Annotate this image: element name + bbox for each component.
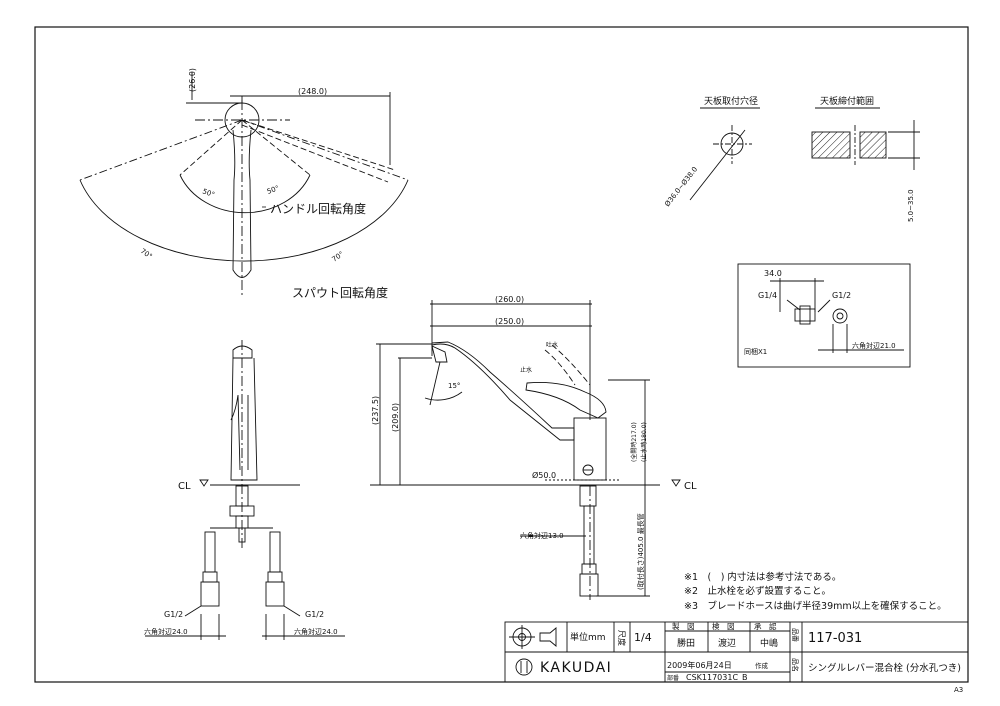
- sheet-size: A3: [954, 686, 963, 694]
- front-hex-left: 六角対辺24.0: [144, 627, 188, 636]
- scale-value: 1/4: [634, 631, 652, 644]
- mounting-hole-detail: [689, 107, 760, 201]
- label-open: 吐水: [546, 341, 558, 349]
- product-no-label: 品番: [791, 628, 799, 642]
- top-view: [79, 72, 409, 295]
- note-3: ※3 ブレードホースは曲げ半径39mm以上を確保すること。: [684, 600, 947, 612]
- fitting-width-dim: 34.0: [764, 269, 782, 278]
- front-thread-left: G1/2: [164, 610, 183, 619]
- angle-left-inner: 50°: [201, 187, 215, 199]
- dim-260: (260.0): [495, 295, 524, 304]
- side-view: [370, 300, 681, 600]
- side-cl-label: CL: [684, 481, 697, 492]
- dim-180: (止水時180.0): [640, 422, 648, 462]
- fitting-thread-right: G1/2: [832, 291, 851, 300]
- handle-rotation-label: ハンドル回転角度: [270, 201, 366, 216]
- col-approve: 承 認: [754, 621, 777, 631]
- drawing-frame: [34, 26, 969, 683]
- dim-217: (全開時217.0): [630, 422, 638, 462]
- date-suffix: 作成: [755, 661, 769, 670]
- drawing-code: CSK117031C_B: [686, 673, 748, 682]
- spout-rotation-label: スパウト回転角度: [292, 285, 388, 300]
- spout-angle: 15°: [448, 382, 460, 390]
- col-make: 製 図: [672, 621, 695, 631]
- front-view: [145, 340, 345, 640]
- name-make: 勝田: [677, 637, 695, 649]
- angle-left-outer: 70°: [139, 247, 154, 261]
- angle-right-outer: 70°: [331, 250, 346, 264]
- scale-label: 尺度: [617, 630, 627, 646]
- counter-range-title: 天板締付範囲: [820, 95, 874, 107]
- kakudai-logo: KAKUDAI: [540, 660, 612, 676]
- dim-237-5: (237.5): [371, 396, 380, 425]
- accessory-fitting-detail: [737, 263, 911, 368]
- note-2: ※2 止水栓を必ず設置すること。: [684, 585, 831, 597]
- fitting-hex-dim: 六角対辺21.0: [852, 341, 896, 350]
- mounting-hole-dim: Ø36.0~Ø38.0: [663, 165, 699, 208]
- hose-length-405: (取付長さ)405.0 最長管: [636, 513, 645, 590]
- front-cl-label: CL: [178, 481, 191, 492]
- label-close: 止水: [520, 366, 532, 374]
- dim-209: (209.0): [391, 403, 400, 432]
- date: 2009年06月24日: [667, 660, 732, 670]
- product-no: 117-031: [808, 631, 862, 646]
- front-hex-right: 六角対辺24.0: [294, 627, 338, 636]
- product-name: シングルレバー混合栓 (分水孔つき): [808, 662, 961, 674]
- dim-top-26: (26.0): [188, 68, 197, 92]
- counter-range-dim: 5.0~35.0: [907, 189, 915, 222]
- name-approve: 中嶋: [760, 637, 778, 649]
- angle-right-inner: 50°: [266, 184, 280, 196]
- mounting-hole-title: 天板取付穴径: [704, 95, 758, 107]
- side-hex-13: 六角対辺13.0: [520, 531, 564, 540]
- dim-reach-248: (248.0): [298, 87, 327, 96]
- dia-50: Ø50.0: [532, 470, 556, 480]
- title-block: [504, 621, 969, 683]
- product-name-label: 品名: [791, 658, 800, 672]
- code-label: 部番: [667, 674, 679, 682]
- col-check: 検 図: [712, 621, 735, 631]
- dim-250: (250.0): [495, 317, 524, 326]
- counter-thickness-detail: [811, 107, 920, 170]
- fitting-thread-left: G1/4: [758, 291, 777, 300]
- fitting-accessory-count: 同梱X1: [744, 347, 767, 356]
- name-check: 渡辺: [718, 637, 736, 649]
- front-thread-right: G1/2: [305, 610, 324, 619]
- note-1: ※1 ( ) 内寸法は参考寸法である。: [684, 571, 841, 583]
- unit-label: 単位mm: [570, 631, 606, 643]
